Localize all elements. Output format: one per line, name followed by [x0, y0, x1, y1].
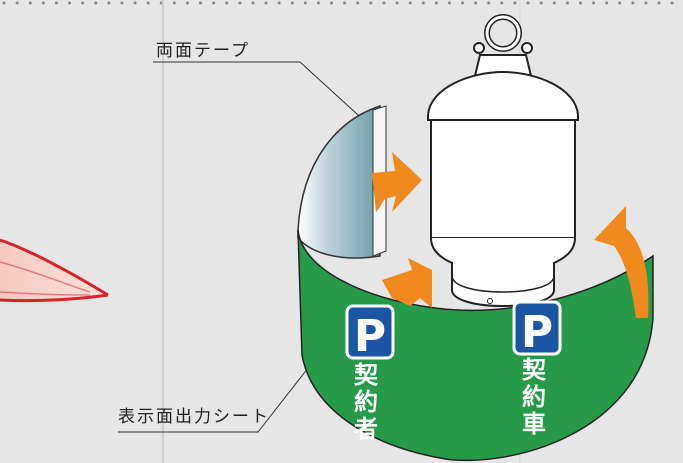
parking-symbol-left: P: [354, 311, 386, 362]
lantern-illustration: [427, 14, 579, 308]
orange-arrow-right-curved: [594, 206, 649, 318]
display-output-sheet: [297, 229, 654, 462]
contract-vehicle-text: 契約車: [522, 356, 546, 438]
orange-arrow-upper: [372, 152, 422, 212]
orange-arrow-lower: [382, 258, 432, 308]
parking-symbol-right: P: [521, 307, 553, 358]
tape-leader-line: [153, 61, 381, 136]
parking-sign-left: P: [345, 304, 395, 362]
red-pointer-arrow: [0, 238, 109, 303]
double-sided-tape-sheet: [297, 104, 387, 259]
double-sided-tape-label: 両面テープ: [156, 41, 250, 61]
parking-sign-right: P: [512, 300, 562, 358]
contract-holder-text: 契約者: [354, 361, 378, 443]
display-sheet-label: 表示面出力シート: [118, 407, 270, 427]
